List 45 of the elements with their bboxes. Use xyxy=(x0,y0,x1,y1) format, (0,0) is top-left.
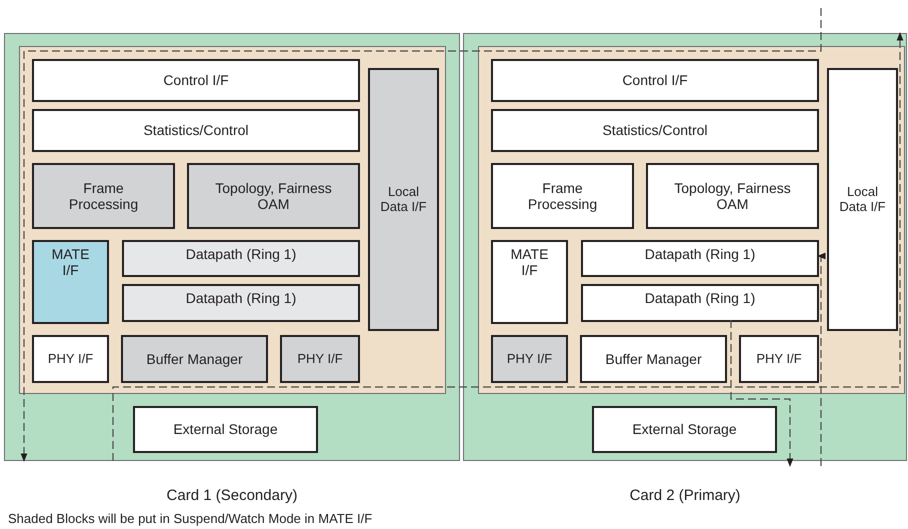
dashed-arrow xyxy=(20,8,822,462)
board-panel xyxy=(19,46,446,394)
block-label: PHY I/F xyxy=(48,352,94,366)
block xyxy=(121,335,268,383)
block xyxy=(581,240,819,277)
block-label: Datapath (Ring 1) xyxy=(644,290,756,306)
block xyxy=(581,284,819,322)
caption: Shaded Blocks will be put in Suspend/Watch Mode in MATE I/F xyxy=(8,510,372,528)
block-label: PHY I/F xyxy=(506,352,552,366)
block-label: PHY I/F xyxy=(297,352,343,366)
dashed-arrow xyxy=(112,32,904,461)
block xyxy=(580,335,727,383)
block-label: Buffer Manager xyxy=(605,350,702,368)
block xyxy=(646,163,819,229)
dashed-arrow xyxy=(817,252,826,466)
card-label: Card 1 (Secondary) xyxy=(166,486,298,506)
card-label: Card 2 (Primary) xyxy=(630,486,740,506)
block xyxy=(32,240,109,324)
block xyxy=(739,335,819,383)
block xyxy=(122,240,360,277)
block xyxy=(122,284,360,322)
block xyxy=(187,163,360,229)
block xyxy=(592,406,777,453)
block-label: Datapath (Ring 1) xyxy=(644,246,756,262)
block-label: Datapath (Ring 1) xyxy=(186,290,296,306)
block xyxy=(491,59,819,102)
block xyxy=(32,163,175,229)
block-label: Datapath (Ring 1) xyxy=(186,246,296,262)
block xyxy=(491,163,634,229)
block xyxy=(32,109,360,152)
block-label: PHY I/F xyxy=(756,352,802,366)
block-label: External Storage xyxy=(632,421,737,438)
block xyxy=(827,68,898,331)
block xyxy=(133,406,318,453)
block xyxy=(32,59,360,102)
block xyxy=(491,335,568,383)
block-label: External Storage xyxy=(173,421,278,438)
block xyxy=(280,335,360,383)
block-label: Buffer Manager xyxy=(146,350,243,368)
block xyxy=(368,68,439,331)
dashed-arrow xyxy=(730,320,794,467)
block xyxy=(491,240,568,324)
block xyxy=(491,109,819,152)
block xyxy=(32,335,109,383)
board-panel xyxy=(478,46,905,394)
